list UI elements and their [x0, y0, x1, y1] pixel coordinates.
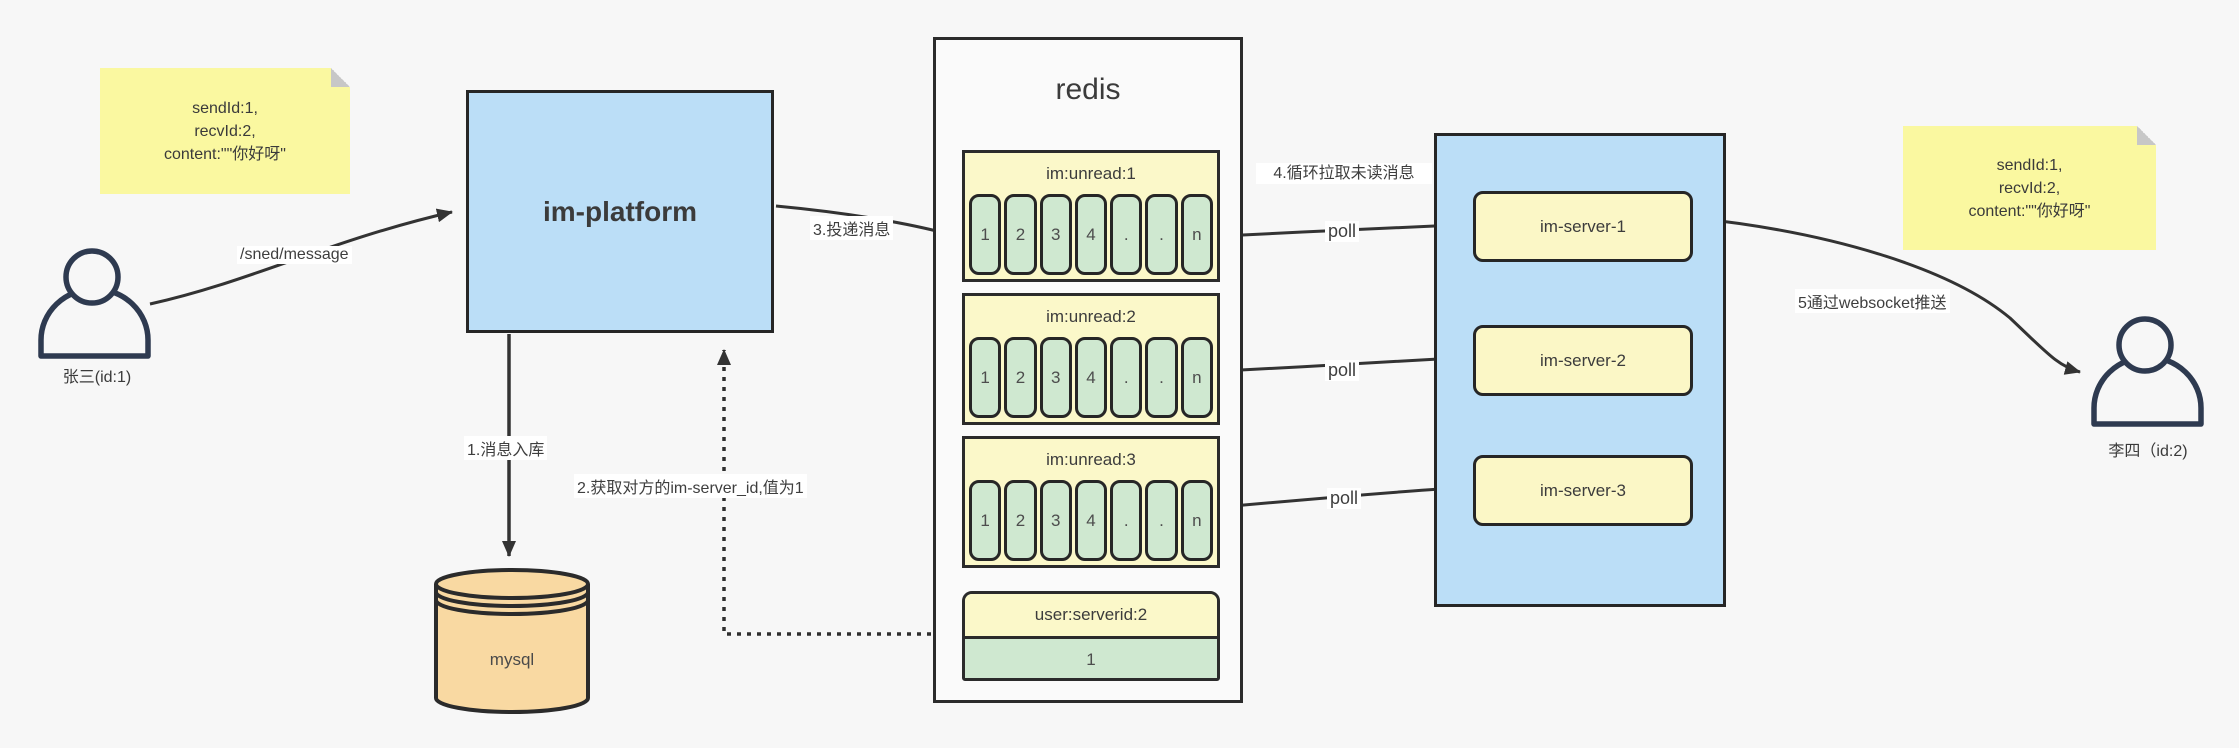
queue-cell: .	[1145, 480, 1178, 561]
queue-cell: .	[1145, 194, 1178, 275]
redis-queue-unread-3: im:unread:3 1 2 3 4 . . n	[962, 436, 1220, 568]
note-line: sendId:1,	[192, 99, 258, 117]
note-line: content:""你好呀"	[164, 145, 286, 163]
container-im-server-cluster: im-server-1 im-server-2 im-server-3	[1434, 133, 1726, 607]
im-server-label: im-server-2	[1540, 350, 1626, 370]
edge-label-poll-3: poll	[1327, 488, 1362, 509]
queue-cell: .	[1110, 194, 1143, 275]
container-redis: redis im:unread:1 1 2 3 4 . . n im:unrea…	[933, 37, 1243, 703]
redis-queue-unread-1: im:unread:1 1 2 3 4 . . n	[962, 150, 1220, 282]
queue-header: im:unread:3	[1046, 449, 1136, 469]
edge-label-step4: 4.循环拉取未读消息	[1256, 163, 1432, 184]
redis-user-serverid-box: user:serverid:2 1	[962, 591, 1220, 681]
mapping-value: 1	[1086, 650, 1096, 669]
queue-cell: 4	[1074, 480, 1108, 561]
queue-cell: .	[1145, 337, 1178, 418]
queue-cell: 2	[1004, 337, 1037, 418]
user-label-sender: 张三(id:1)	[62, 369, 132, 386]
edge-label-step2: 2.获取对方的im-server_id,值为1	[574, 474, 807, 498]
queue-cell: 3	[1039, 480, 1072, 561]
edge-label-step5: 5通过websocket推送	[1795, 289, 1950, 313]
node-im-server-2: im-server-2	[1473, 325, 1693, 396]
note-line: content:""你好呀"	[1968, 202, 2091, 220]
im-server-label: im-server-3	[1540, 480, 1626, 500]
note-sender-payload: sendId:1, recvId:2, content:""你好呀"	[100, 68, 350, 194]
queue-cells: 1 2 3 4 . . n	[969, 337, 1213, 418]
note-fold-corner	[331, 68, 350, 87]
edge-label-poll-1: poll	[1325, 221, 1360, 242]
node-im-platform: im-platform	[466, 90, 774, 333]
queue-cell: 3	[1039, 337, 1072, 418]
queue-cell: 1	[969, 337, 1002, 418]
queue-header: im:unread:1	[1046, 163, 1136, 183]
queue-cells: 1 2 3 4 . . n	[969, 480, 1213, 561]
note-line: recvId:2,	[1998, 179, 2061, 197]
redis-queue-unread-2: im:unread:2 1 2 3 4 . . n	[962, 293, 1220, 425]
queue-cell: 2	[1004, 194, 1037, 275]
database-label: mysql	[489, 650, 535, 669]
queue-cells: 1 2 3 4 . . n	[969, 194, 1213, 275]
im-server-label: im-server-1	[1540, 216, 1626, 236]
node-im-server-3: im-server-3	[1473, 455, 1693, 526]
edge-label-step1: 1.消息入库	[464, 436, 548, 460]
queue-cell: 1	[969, 194, 1002, 275]
queue-cell: 4	[1074, 194, 1108, 275]
queue-cell: 1	[969, 480, 1002, 561]
user-icon-receiver	[2091, 316, 2204, 427]
note-line: recvId:2,	[194, 122, 256, 140]
queue-cell: n	[1180, 337, 1213, 418]
user-label-receiver: 李四（id:2)	[2108, 443, 2188, 460]
redis-title: redis	[1055, 73, 1121, 106]
queue-cell: n	[1180, 480, 1213, 561]
queue-cell: n	[1180, 194, 1213, 275]
edge-label-send-endpoint: /sned/message	[237, 246, 352, 264]
mapping-header: user:serverid:2	[965, 594, 1217, 639]
edge-label-step3: 3.投递消息	[810, 216, 894, 240]
node-im-server-1: im-server-1	[1473, 191, 1693, 262]
queue-cell: .	[1110, 480, 1143, 561]
queue-header: im:unread:2	[1046, 306, 1136, 326]
note-fold-corner	[2137, 126, 2156, 145]
note-line: sendId:1,	[1996, 156, 2063, 174]
im-platform-label: im-platform	[543, 195, 697, 227]
database-cylinder-icon	[434, 568, 590, 714]
note-receiver-payload: sendId:1, recvId:2, content:""你好呀"	[1903, 126, 2156, 250]
edge-label-poll-2: poll	[1325, 360, 1360, 381]
user-icon-sender	[38, 248, 151, 359]
queue-cell: .	[1110, 337, 1143, 418]
queue-cell: 3	[1039, 194, 1072, 275]
queue-cell: 4	[1074, 337, 1108, 418]
queue-cell: 2	[1004, 480, 1037, 561]
